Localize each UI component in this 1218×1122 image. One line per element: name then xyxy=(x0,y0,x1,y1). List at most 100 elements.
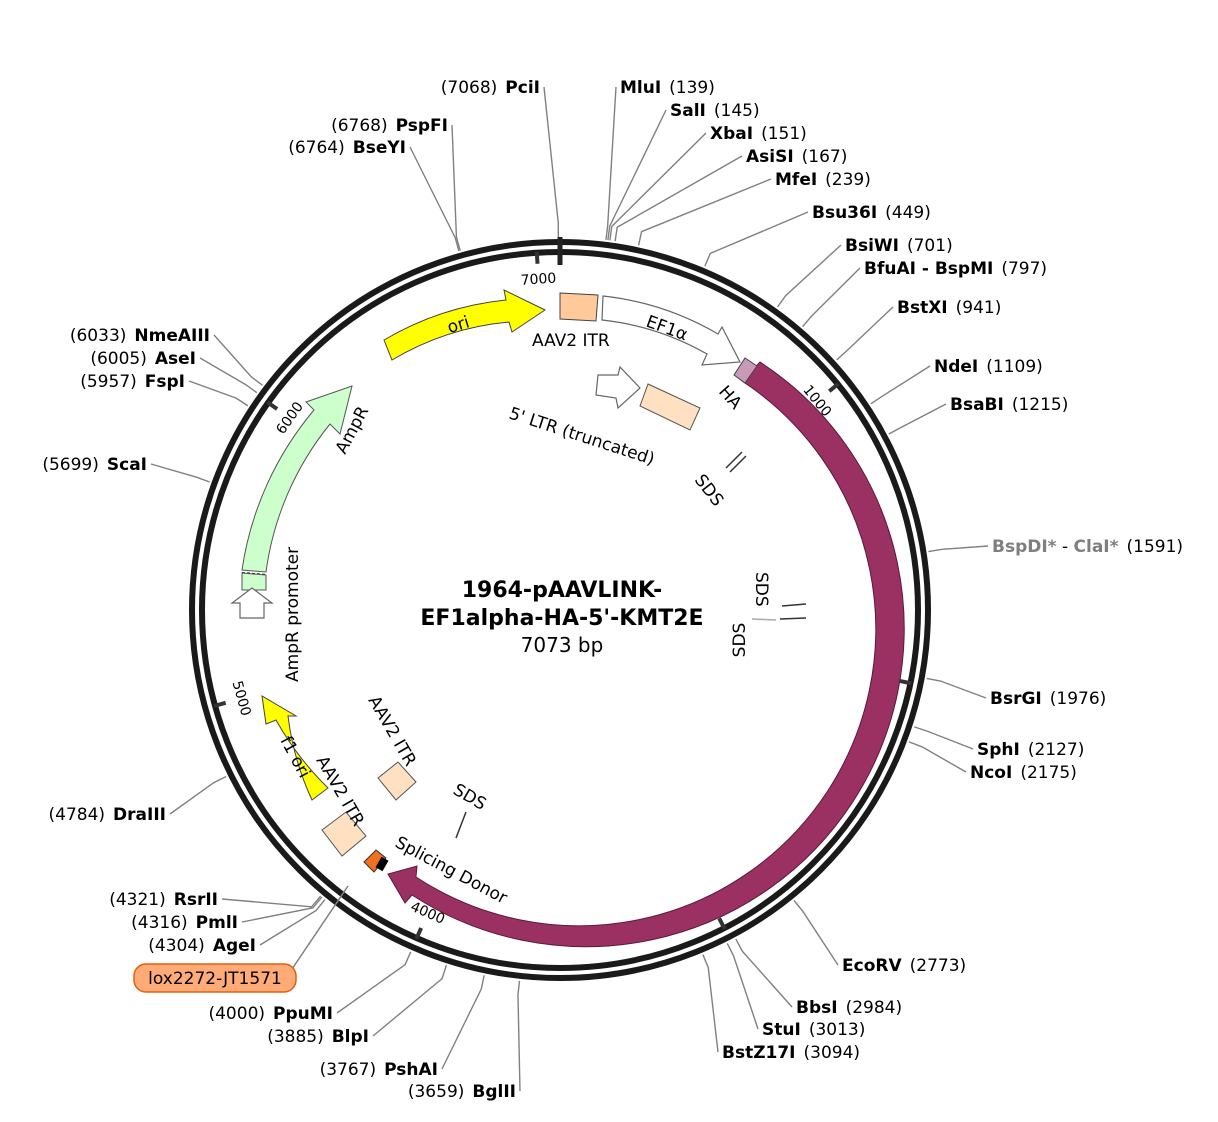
enzyme-ppumi[interactable]: (4000)PpuMI xyxy=(208,951,412,1024)
plasmid-title: 1964-pAAVLINK- EF1alpha-HA-5'-KMT2E 7073… xyxy=(420,578,703,657)
enzyme-position: (139) xyxy=(669,78,715,98)
sds-mark-1b xyxy=(729,455,747,473)
enzyme-rsrii[interactable]: (4321)RsrII xyxy=(109,890,322,910)
enzyme-position: (1976) xyxy=(1050,689,1107,709)
enzyme-blpi[interactable]: (3885)BlpI xyxy=(267,965,448,1047)
feature-aav2-itr-top[interactable] xyxy=(559,292,599,322)
feature-f1-ori[interactable] xyxy=(261,695,329,801)
enzyme-name: NdeI xyxy=(934,357,978,377)
enzyme-leader xyxy=(199,357,258,394)
feature-5ltr[interactable] xyxy=(639,383,701,431)
enzyme-bsiwi[interactable]: BsiWI(701) xyxy=(776,236,953,308)
enzyme-position: (2984) xyxy=(846,998,903,1018)
enzyme-bbsi[interactable]: BbsI (2984) xyxy=(735,938,903,1018)
enzyme-xbai[interactable]: XbaI(151) xyxy=(609,124,807,241)
enzyme-leader xyxy=(259,899,326,946)
enzyme-position: (167) xyxy=(802,147,848,167)
enzyme-position: (797) xyxy=(1001,259,1047,279)
enzyme-bsu36i[interactable]: Bsu36I(449) xyxy=(704,203,931,267)
enzyme-name: BbsI xyxy=(796,998,838,1018)
tick-label-7000: 7000 xyxy=(520,271,557,289)
enzyme-pmli[interactable]: (4316)PmlI xyxy=(131,896,323,933)
enzyme-mfei[interactable]: MfeI(239) xyxy=(637,170,871,246)
feature-ampr-promoter[interactable] xyxy=(230,587,274,619)
tick-5000 xyxy=(213,700,227,708)
enzyme-sali[interactable]: SalI(145) xyxy=(607,101,760,241)
enzyme-leader xyxy=(614,155,743,242)
highlight-box xyxy=(133,963,297,993)
enzyme-bsrgi[interactable]: BsrGI (1976) xyxy=(926,677,1107,709)
enzyme-bglii[interactable]: (3659)BglII xyxy=(408,980,521,1102)
enzyme-pspfi[interactable]: (6768)PspFI xyxy=(331,116,461,251)
enzyme-agei[interactable]: (4304)AgeI xyxy=(148,899,326,956)
enzyme-asei[interactable]: (6005)AseI xyxy=(90,349,258,394)
enzyme-leader xyxy=(607,109,667,241)
feature-ha[interactable] xyxy=(733,357,758,384)
enzyme-asisi[interactable]: AsiSI(167) xyxy=(614,147,848,242)
enzyme-leader xyxy=(704,211,809,267)
enzyme-ndei[interactable]: NdeI(1109) xyxy=(870,357,1043,405)
feature-label-ha: HA xyxy=(714,382,745,414)
enzyme-name: PpuMI xyxy=(273,1004,333,1024)
enzyme-mlui[interactable]: MluI(139) xyxy=(605,78,715,240)
enzyme-ecorv[interactable]: EcoRV(2773) xyxy=(793,900,966,976)
enzyme-bseyi[interactable]: (6764)BseYI xyxy=(288,138,460,252)
enzyme-pcii[interactable]: (7068)PciI xyxy=(441,78,560,238)
enzyme-label: NdeI(1109) xyxy=(934,357,1043,377)
enzyme-bfuai-bspmi[interactable]: BfuAI - BspMI(797) xyxy=(802,259,1047,328)
feature-ef1a[interactable] xyxy=(601,295,741,366)
enzyme-label: MfeI(239) xyxy=(775,170,871,190)
splicing-donor-marker xyxy=(375,856,389,872)
enzyme-position: (1591) xyxy=(1127,537,1184,557)
feature-splicing-donor[interactable] xyxy=(363,849,387,873)
enzyme-bstxi[interactable]: BstXI(941) xyxy=(836,298,1002,361)
enzyme-leader xyxy=(372,965,448,1037)
enzyme-position: (5957) xyxy=(80,372,137,392)
enzyme-label: (4316)PmlI xyxy=(131,913,238,933)
enzyme-position: (449) xyxy=(885,203,931,223)
enzyme-label: (7068)PciI xyxy=(441,78,540,98)
tick-7000 xyxy=(534,251,540,264)
enzyme-position: (151) xyxy=(761,124,807,144)
enzyme-label: BfuAI - BspMI(797) xyxy=(864,259,1047,279)
enzyme-leader xyxy=(221,895,322,908)
highlight-lox2272[interactable]: lox2272-JT1571 xyxy=(133,885,349,993)
feature-aav2-itr-3[interactable] xyxy=(321,811,367,857)
feature-ampr[interactable] xyxy=(241,385,353,573)
feature-5ltr-arrow[interactable] xyxy=(595,365,641,410)
enzyme-sphi[interactable]: SphI(2127) xyxy=(913,726,1084,760)
enzyme-stui[interactable]: StuI(3013) xyxy=(726,943,865,1040)
highlight-label: lox2272-JT1571 xyxy=(148,969,282,989)
enzyme-scai[interactable]: (5699)ScaI xyxy=(42,455,210,483)
enzyme-position: (3885) xyxy=(267,1027,324,1047)
enzyme-fspi[interactable]: (5957)FspI xyxy=(80,372,249,407)
enzyme-label: BsiWI(701) xyxy=(845,236,953,256)
enzyme-position: (701) xyxy=(907,236,953,256)
sds-mark-3b xyxy=(779,617,807,620)
enzyme-leader xyxy=(441,975,485,1070)
enzyme-bsabi[interactable]: BsaBI(1215) xyxy=(888,395,1069,435)
enzyme-name: RsrII xyxy=(174,890,218,910)
enzyme-leader xyxy=(241,896,323,923)
enzyme-bspdi-clai-[interactable]: BspDI* - ClaI*(1591) xyxy=(928,537,1183,557)
plasmid-size: 7073 bp xyxy=(521,633,604,657)
enzyme-ncoi[interactable]: NcoI(2175) xyxy=(908,741,1077,783)
enzyme-position: (6005) xyxy=(90,349,147,369)
enzyme-pshai[interactable]: (3767)PshAI xyxy=(320,975,485,1080)
feature-kmt2e[interactable] xyxy=(387,361,905,948)
enzyme-draiii[interactable]: (4784)DraIII xyxy=(49,775,227,825)
feature-aav2-itr-2[interactable] xyxy=(377,761,417,801)
enzyme-name: BsrGI xyxy=(990,689,1042,709)
enzyme-position: (3094) xyxy=(804,1043,861,1063)
enzyme-label: (3659)BglII xyxy=(408,1082,516,1102)
feature-label-aav2-itr-top: AAV2 ITR xyxy=(532,331,610,351)
enzyme-label: (6764)BseYI xyxy=(288,138,406,158)
feature-ampr-promoter-box[interactable] xyxy=(241,572,267,591)
plasmid-name-line1: 1964-pAAVLINK- xyxy=(462,578,663,603)
enzyme-position: (6768) xyxy=(331,116,388,136)
enzyme-leader xyxy=(213,334,263,386)
enzyme-bstz17i[interactable]: BstZ17I(3094) xyxy=(702,954,861,1063)
enzyme-position: (1215) xyxy=(1012,395,1069,415)
enzyme-nmeaiii[interactable]: (6033)NmeAIII xyxy=(70,326,263,386)
feature-ori[interactable] xyxy=(383,289,547,361)
